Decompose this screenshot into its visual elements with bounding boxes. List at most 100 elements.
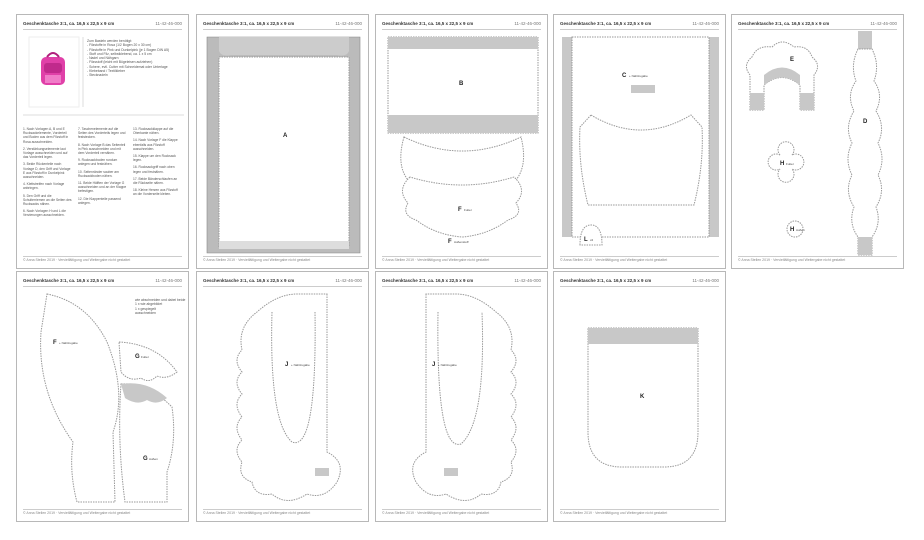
piece-label-b: B <box>459 81 464 87</box>
piece-label-k: K <box>640 394 645 400</box>
pattern-page-2: Geschenktasche 3:1, ca. 16,5 x 22,5 x 9 … <box>196 14 369 269</box>
instruction-step: 15. Klappe um den Rucksack legen. <box>133 154 176 163</box>
page-title: Geschenktasche 3:1, ca. 16,5 x 22,5 x 9 … <box>738 21 830 26</box>
material-item: - Filzstoffe in Rosa (1/2 Bogen 20 x 30 … <box>87 43 152 48</box>
page-code: 11-42-46-000 <box>870 21 897 26</box>
pattern-page-3: Geschenktasche 3:1, ca. 16,5 x 22,5 x 9 … <box>375 14 548 269</box>
pattern-pieces-b-f: B F Futter F Außenstoff <box>387 36 539 245</box>
piece-note: Futter <box>464 208 472 212</box>
page-title: Geschenktasche 3:1, ca. 16,5 x 22,5 x 9 … <box>560 21 652 26</box>
piece-label-d: D <box>863 119 868 125</box>
material-item: - Filzstoffe in Pink und Dunkelpink (je … <box>87 47 170 52</box>
instruction-step: 1. Nach Vorlagen A, B und E Rucksackelem… <box>23 127 69 144</box>
instruction-step: 8. Nach Vorlage B das Seitenteil in Pink… <box>78 142 126 156</box>
instruction-step: 14. Nach Vorlage F die Klappe ebenfalls … <box>133 138 178 151</box>
page-footer: © Anna Stellen 2019 · Vervielfältigung u… <box>203 256 362 262</box>
piece-note: Futter <box>786 162 794 166</box>
piece-label-a: A <box>283 133 288 139</box>
page-title: Geschenktasche 3:1, ca. 16,5 x 22,5 x 9 … <box>23 21 115 26</box>
piece-label-f: F <box>458 207 462 213</box>
page-code: 11-42-46-000 <box>514 21 541 26</box>
page-code: 11-42-46-000 <box>155 21 182 26</box>
cutting-note: 1 x gespiegelt <box>135 306 156 311</box>
piece-label-j: J <box>285 362 288 368</box>
page-code: 11-42-46-000 <box>155 278 182 283</box>
page-footer: © Anna Stellen 2019 · Vervielfältigung u… <box>738 256 897 262</box>
instruction-step: 3. Beide Rückenteile nach Vorlage D, den… <box>23 162 71 180</box>
piece-note: Außen <box>149 457 158 461</box>
instructions: 1. Nach Vorlagen A, B und E Rucksackelem… <box>23 127 182 221</box>
pattern-pieces-f-g: F + Nahtzugabe G Futter G Außen <box>40 293 178 503</box>
instruction-step: 4. Klettstreifen nach Vorlage anbringen. <box>23 182 65 191</box>
piece-note: Außen <box>796 228 805 232</box>
pattern-pieces-c-l: C + Nahtzugabe L x2 <box>562 36 719 246</box>
piece-label-c: C <box>622 73 627 79</box>
pattern-page-7: Geschenktasche 3:1, ca. 16,5 x 22,5 x 9 … <box>196 271 369 522</box>
instruction-step: 13. Rucksackklappe auf die Oberkante näh… <box>133 127 174 136</box>
page-header: Geschenktasche 3:1, ca. 16,5 x 22,5 x 9 … <box>738 21 897 30</box>
piece-label-f: F <box>53 340 57 346</box>
piece-label-f2: F <box>448 239 452 245</box>
pattern-page-6: Geschenktasche 3:1, ca. 16,5 x 22,5 x 9 … <box>16 271 189 522</box>
instruction-step: 10. Seitenränder sauber am Rucksackboden… <box>78 169 119 178</box>
pattern-piece-k: K <box>587 327 699 468</box>
page-title: Geschenktasche 3:1, ca. 16,5 x 22,5 x 9 … <box>203 21 295 26</box>
page-footer: © Anna Stellen 2019 · Vervielfältigung u… <box>560 256 719 262</box>
page-header: Geschenktasche 3:1, ca. 16,5 x 22,5 x 9 … <box>382 21 541 30</box>
page-footer: © Anna Stellen 2019 · Vervielfältigung u… <box>382 256 541 262</box>
piece-label-g: G <box>135 354 140 360</box>
piece-note: x2 <box>590 238 594 242</box>
pattern-page-8: Geschenktasche 3:1, ca. 16,5 x 22,5 x 9 … <box>375 271 548 522</box>
page-footer: © Anna Stellen 2019 · Vervielfältigung u… <box>560 509 719 515</box>
page-footer: © Anna Stellen 2019 · Vervielfältigung u… <box>23 256 182 262</box>
piece-note: + Nahtzugabe <box>59 341 78 345</box>
page-title: Geschenktasche 3:1, ca. 16,5 x 22,5 x 9 … <box>23 278 115 283</box>
backpack-image <box>23 36 184 116</box>
cutting-note: ausschneiden <box>135 310 156 315</box>
page-code: 11-42-46-000 <box>692 21 719 26</box>
cutting-note: wie abschneiden und dabei beide <box>135 298 186 302</box>
page-title: Geschenktasche 3:1, ca. 16,5 x 22,5 x 9 … <box>382 278 474 283</box>
instruction-step: 5. Den Griff und die Schulterriemen an d… <box>23 193 72 207</box>
page-footer: © Anna Stellen 2019 · Vervielfältigung u… <box>203 509 362 515</box>
page-code: 11-42-46-000 <box>335 21 362 26</box>
pattern-piece-a: A <box>206 36 361 254</box>
instruction-step: 17. Beide Bänderschlaufen an die Rücksei… <box>133 176 178 186</box>
instruction-step: 6. Nach Vorlagen H und L die Verzierunge… <box>23 209 66 218</box>
page-footer: © Anna Stellen 2019 · Vervielfältigung u… <box>23 509 182 515</box>
page-title: Geschenktasche 3:1, ca. 16,5 x 22,5 x 9 … <box>560 278 652 283</box>
material-item: - Schere, evtl. Cutter mit Schneidemat o… <box>87 64 168 69</box>
instruction-step: 9. Rucksackboden rundum anlegen und fest… <box>78 158 118 167</box>
instruction-step: 11. Beide Hälften der Vorlage G ausschne… <box>78 181 127 194</box>
material-item: - Stoff und Filz, selbstklebend, ca. 1 x… <box>87 51 152 56</box>
pattern-page-9: Geschenktasche 3:1, ca. 16,5 x 22,5 x 9 … <box>553 271 726 522</box>
page-header: Geschenktasche 3:1, ca. 16,5 x 22,5 x 9 … <box>23 21 182 30</box>
pattern-page-1-instructions: Geschenktasche 3:1, ca. 16,5 x 22,5 x 9 … <box>16 14 189 269</box>
material-item: - Filzsstoff (leicht mit Bügeleisen aufz… <box>87 60 153 65</box>
instruction-step: 2. Verstärkungselemente laut Vorlage aus… <box>23 146 68 160</box>
instruction-step: 16. Rucksackgriff nach oben legen und fe… <box>133 165 175 174</box>
piece-label-e: E <box>790 57 794 63</box>
page-title: Geschenktasche 3:1, ca. 16,5 x 22,5 x 9 … <box>203 278 295 283</box>
page-footer: © Anna Stellen 2019 · Vervielfältigung u… <box>382 509 541 515</box>
instruction-step: 12. Die Klappenteile passend anlegen. <box>78 196 121 205</box>
page-header: Geschenktasche 3:1, ca. 16,5 x 22,5 x 9 … <box>203 21 362 30</box>
cutting-note: 1 x wie abgebildet <box>135 302 163 307</box>
material-item: - Klebeband / Textilkleber <box>87 69 126 74</box>
page-header: Geschenktasche 3:1, ca. 16,5 x 22,5 x 9 … <box>560 21 719 30</box>
pattern-page-5: Geschenktasche 3:1, ca. 16,5 x 22,5 x 9 … <box>731 14 904 269</box>
page-code: 11-42-46-000 <box>335 278 362 283</box>
pattern-piece-j-right: J + Nahtzugabe <box>412 293 517 501</box>
material-item: - Nadel und Nähgarn <box>87 56 119 61</box>
piece-label-g2: G <box>143 456 148 462</box>
page-header: Geschenktasche 3:1, ca. 16,5 x 22,5 x 9 … <box>23 278 182 287</box>
material-item: - Stecknadeln <box>87 73 108 78</box>
page-title: Geschenktasche 3:1, ca. 16,5 x 22,5 x 9 … <box>382 21 474 26</box>
page-header: Geschenktasche 3:1, ca. 16,5 x 22,5 x 9 … <box>203 278 362 287</box>
piece-note: + Nahtzugabe <box>438 363 457 367</box>
pattern-pieces-d-e-h: E D H Futter H Außen <box>746 31 883 256</box>
pattern-piece-j-left: J + Nahtzugabe <box>236 293 341 501</box>
page-header: Geschenktasche 3:1, ca. 16,5 x 22,5 x 9 … <box>382 278 541 287</box>
piece-note: + Nahtzugabe <box>629 74 648 78</box>
piece-note: + Nahtzugabe <box>291 363 310 367</box>
